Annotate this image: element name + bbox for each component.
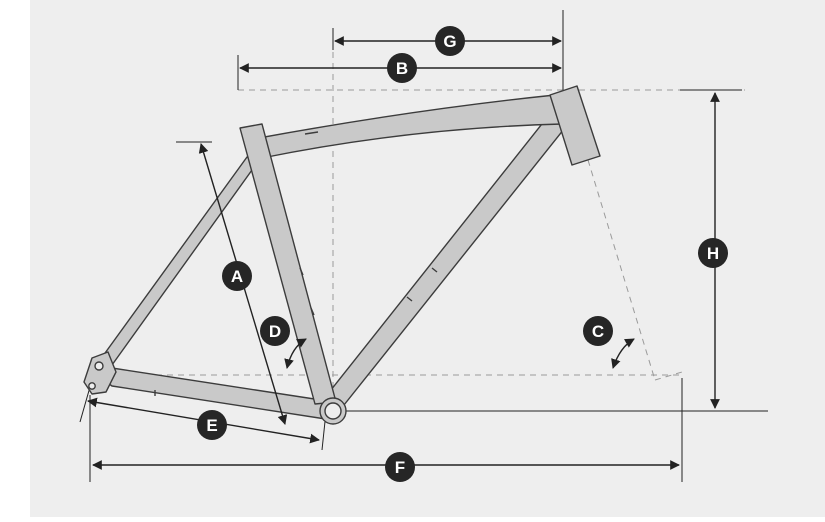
angle-d-arc	[284, 338, 307, 369]
badge-f-label: F	[395, 458, 405, 477]
badge-d-label: D	[269, 322, 281, 341]
badge-g-circle	[435, 26, 465, 56]
bottle-boss-3	[431, 267, 438, 273]
badge-e-circle	[197, 410, 227, 440]
angle-c-arc	[611, 338, 635, 369]
badge-d-circle	[260, 316, 290, 346]
badge-c-label: C	[592, 322, 604, 341]
head-tube	[549, 85, 601, 166]
badge-e-label: E	[206, 416, 217, 435]
badge-a: A	[222, 261, 252, 291]
cable-guide-top-tube	[304, 131, 319, 135]
badge-b-circle	[387, 53, 417, 83]
badge-c-circle	[583, 316, 613, 346]
badge-f: F	[385, 452, 415, 482]
bottle-boss-2	[310, 307, 315, 316]
badge-h-label: H	[707, 244, 719, 263]
badge-c: C	[583, 316, 613, 346]
fork-axis-line	[587, 159, 656, 381]
rear-axle-slot	[94, 361, 104, 371]
left-margin	[0, 0, 30, 517]
derailleur-hanger-hole	[88, 382, 96, 390]
badge-a-circle	[222, 261, 252, 291]
badge-g: G	[435, 26, 465, 56]
frame-details	[154, 131, 438, 396]
bottle-boss-4	[406, 296, 413, 302]
bottom-bracket-bore	[324, 402, 342, 420]
bottle-boss-1	[299, 267, 304, 276]
badge-b: B	[387, 53, 417, 83]
fork-offset-line	[654, 371, 683, 381]
badge-e: E	[197, 410, 227, 440]
badge-d: D	[260, 316, 290, 346]
badge-b-label: B	[396, 59, 408, 78]
badge-h-circle	[698, 238, 728, 268]
badge-g-label: G	[443, 32, 456, 51]
badge-h: H	[698, 238, 728, 268]
badge-f-circle	[385, 452, 415, 482]
badge-a-label: A	[231, 267, 243, 286]
